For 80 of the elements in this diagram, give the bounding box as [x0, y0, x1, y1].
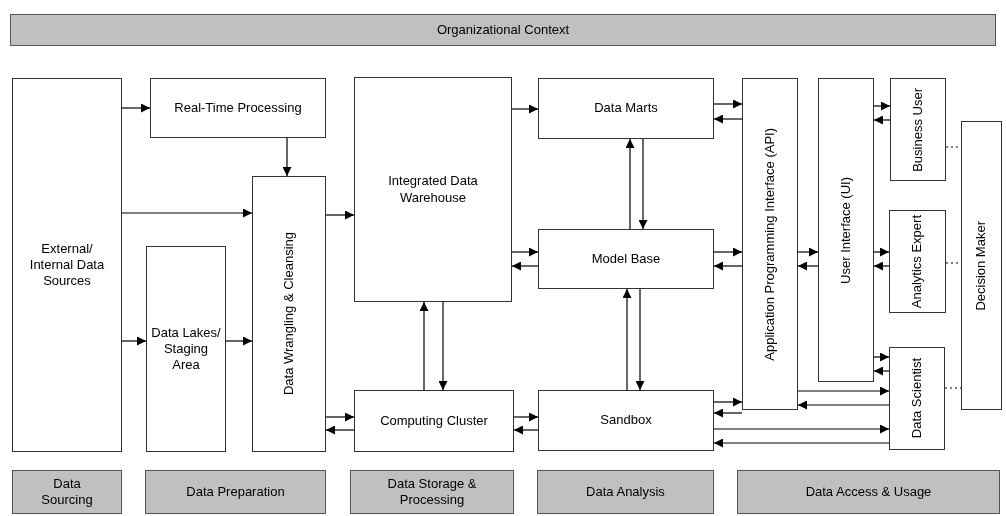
- process-box: [538, 390, 714, 451]
- arrow: [635, 288, 645, 391]
- stage-band: [145, 470, 326, 514]
- arrow: [622, 288, 632, 391]
- arrow: [121, 336, 147, 346]
- box-label: Analytics Expert: [909, 214, 926, 309]
- box-label: Data Wrangling & Cleansing: [280, 232, 297, 396]
- dotted-connector: [944, 387, 962, 389]
- process-box: [12, 78, 122, 452]
- arrow: [282, 137, 292, 177]
- arrow: [513, 425, 539, 435]
- process-box: [146, 246, 226, 452]
- process-box: [889, 210, 946, 313]
- arrow: [713, 424, 890, 434]
- arrow: [419, 301, 429, 391]
- stage-label: Data Storage & Processing: [386, 475, 478, 509]
- arrow: [873, 261, 890, 271]
- arrow: [713, 261, 743, 271]
- process-box: [538, 78, 714, 139]
- box-label: Integrated Data Warehouse: [387, 173, 479, 206]
- arrow: [625, 138, 635, 230]
- arrow: [121, 103, 151, 113]
- arrow: [713, 397, 743, 407]
- box-label: Application Programming Interface (API): [761, 127, 778, 361]
- stage-band: [10, 14, 996, 46]
- box-label: External/ Internal Data Sources: [28, 240, 106, 290]
- arrow: [873, 115, 891, 125]
- arrow: [797, 261, 819, 271]
- stage-label: Data Preparation: [186, 483, 285, 501]
- arrow: [797, 247, 819, 257]
- box-label: Computing Cluster: [380, 412, 488, 430]
- arrow: [121, 208, 253, 218]
- arrow: [713, 99, 743, 109]
- arrow: [797, 400, 890, 410]
- arrow: [638, 138, 648, 230]
- arrow: [713, 114, 743, 124]
- box-label: Data Marts: [594, 100, 658, 117]
- arrow: [325, 412, 355, 422]
- arrow: [873, 247, 890, 257]
- arrow: [713, 438, 890, 448]
- box-label: Sandbox: [600, 412, 652, 429]
- stage-band: [537, 470, 714, 514]
- process-box: [252, 176, 326, 452]
- process-box: [890, 78, 946, 181]
- box-label: User Interface (UI): [837, 176, 854, 284]
- process-box: [538, 229, 714, 289]
- process-box: [818, 78, 874, 382]
- arrow: [325, 425, 355, 435]
- stage-band: [737, 470, 1000, 514]
- stage-band: [12, 470, 122, 514]
- arrow: [511, 261, 539, 271]
- arrow: [513, 412, 539, 422]
- box-label: Business User: [909, 87, 926, 172]
- arrow: [797, 386, 890, 396]
- box-label: Model Base: [591, 250, 661, 268]
- box-label: Decision Maker: [973, 220, 990, 311]
- box-label: Data Lakes/ Staging Area: [151, 324, 221, 374]
- box-label: Real-Time Processing: [174, 99, 302, 117]
- process-box: [889, 347, 945, 450]
- stage-label: Data Sourcing: [40, 475, 94, 509]
- stage-label: Organizational Context: [436, 21, 570, 39]
- arrow: [713, 408, 743, 418]
- stage-label: Data Analysis: [586, 483, 665, 501]
- process-box: [354, 77, 512, 302]
- stage-band: [350, 470, 514, 514]
- arrow: [225, 336, 253, 346]
- process-box: [354, 390, 514, 452]
- arrow: [713, 247, 743, 257]
- arrow: [438, 301, 448, 391]
- process-box: [742, 78, 798, 410]
- process-box: [961, 121, 1002, 410]
- arrow: [873, 352, 890, 362]
- arrow: [511, 247, 539, 257]
- process-box: [150, 78, 326, 138]
- arrow: [511, 104, 539, 114]
- arrow: [873, 366, 890, 376]
- box-label: Data Scientist: [908, 358, 925, 439]
- stage-label: Data Access & Usage: [805, 483, 932, 501]
- arrow: [325, 210, 355, 220]
- arrow: [873, 101, 891, 111]
